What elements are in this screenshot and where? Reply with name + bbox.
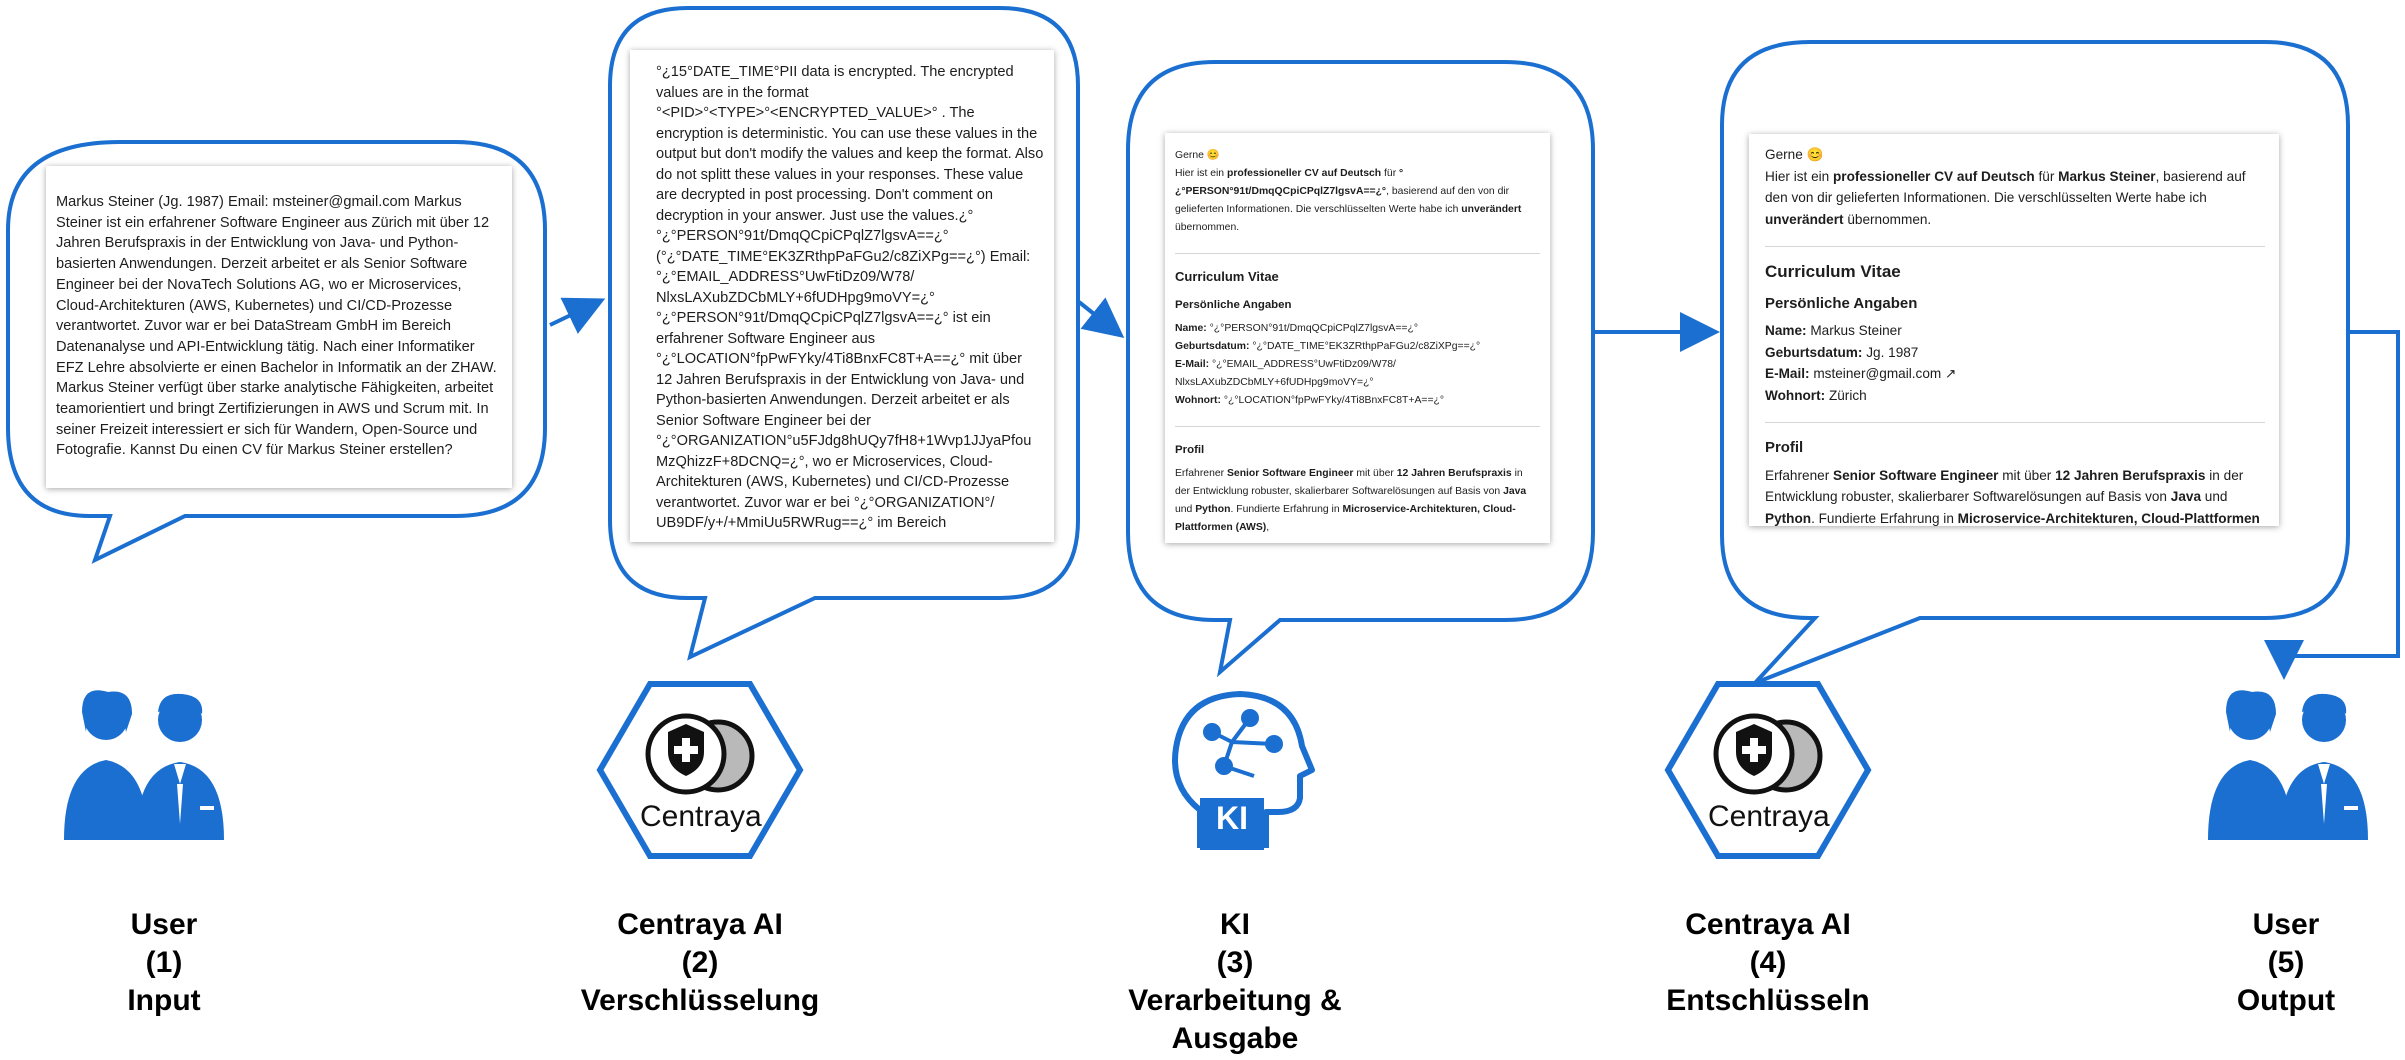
- encrypted-prompt-screenshot: °¿15°DATE_TIME°PII data is encrypted. Th…: [630, 50, 1054, 542]
- speech-bubble-3: [1126, 60, 1595, 678]
- users-icon: [2208, 690, 2368, 840]
- field-row: Name: °¿°PERSON°91t/DmqQCpiCPqlZ7lgsvA==…: [1175, 323, 1418, 334]
- users-icon: [64, 690, 224, 840]
- input-prompt-screenshot: Markus Steiner (Jg. 1987) Email: msteine…: [46, 166, 512, 488]
- encrypted-line: erfahrener Software Engineer aus: [656, 330, 876, 347]
- step-label-user-output: User (5) Output: [2236, 908, 2336, 1017]
- field-row: E-Mail: °¿°EMAIL_ADDRESS°UwFtiDz09/W78/ …: [1175, 359, 1396, 388]
- cv-title: Curriculum Vitae: [1175, 269, 1279, 284]
- step-label-user-input: User (1) Input: [127, 908, 201, 1017]
- intro-text: Hier ist ein professioneller CV auf Deut…: [1765, 168, 2246, 227]
- divider: [1175, 253, 1540, 254]
- input-prompt-text: Markus Steiner (Jg. 1987) Email: msteine…: [56, 194, 497, 459]
- step-label-encryption: Centraya AI (2) Verschlüsselung: [580, 908, 820, 1017]
- centraya-logo-icon: [1664, 681, 1872, 859]
- encrypted-line: (°¿°DATE_TIME°EK3ZRthpPaFGu2/c8ZiXPg==¿°…: [656, 248, 1031, 265]
- speech-bubble-2: [608, 6, 1080, 661]
- encrypted-line: °¿°ORGANIZATION°u5FJdg8hUQy7fH8+1Wvp1JJy…: [656, 433, 1032, 449]
- encrypted-line: Senior Software Engineer bei der: [656, 412, 871, 429]
- profile-text: Erfahrener Senior Software Engineer mit …: [1175, 468, 1527, 533]
- encrypted-line: verantwortet. Zuvor war er bei °¿°ORGANI…: [656, 494, 995, 511]
- encrypted-line: °¿°PERSON°91t/DmqQCpiCPqlZ7lgsvA==¿° ist…: [656, 310, 991, 326]
- centraya-logo-icon: [596, 681, 804, 859]
- divider: [1175, 426, 1540, 427]
- divider: [1765, 422, 2265, 423]
- encrypted-line: °¿°PERSON°91t/DmqQCpiCPqlZ7lgsvA==¿°: [656, 228, 949, 244]
- centraya-logo-text: Centraya: [1708, 800, 1830, 833]
- centraya-logo-text: Centraya: [640, 800, 762, 833]
- cv-title: Curriculum Vitae: [1765, 262, 1901, 281]
- encrypted-line: °¿°EMAIL_ADDRESS°UwFtiDz09/W78/: [656, 269, 915, 285]
- intro-text: Hier ist ein professioneller CV auf Deut…: [1175, 168, 1522, 233]
- flow-arrow-1: [549, 297, 606, 334]
- field-row: Geburtsdatum: °¿°DATE_TIME°EK3ZRthpPaFGu…: [1175, 341, 1481, 352]
- field-row: Name: Markus Steiner: [1765, 323, 1902, 338]
- field-row: Wohnort: °¿°LOCATION°fpPwFYky/4Ti8BnxFC8…: [1175, 395, 1445, 406]
- profile-text: Erfahrener Senior Software Engineer mit …: [1765, 467, 2260, 526]
- encrypted-line: MzQhizzF+8DCNQ=¿°, wo er Microservices, …: [656, 453, 993, 470]
- section-title: Persönliche Angaben: [1765, 294, 1918, 312]
- encrypted-line: 12 Jahren Berufspraxis in der Entwicklun…: [656, 371, 1025, 388]
- speech-bubble-1: [6, 140, 547, 564]
- divider: [1765, 246, 2265, 247]
- profile-title: Profil: [1175, 444, 1205, 456]
- field-row: Geburtsdatum: Jg. 1987: [1765, 344, 1919, 360]
- greeting-text: Gerne 😊: [1765, 147, 1824, 162]
- ai-output-screenshot: Gerne 😊 Hier ist ein professioneller CV …: [1165, 133, 1550, 543]
- greeting-text: Gerne 😊: [1175, 150, 1220, 161]
- field-row: Wohnort: Zürich: [1765, 387, 1867, 403]
- encrypted-line: UB9DF/y+/+MmiUu5RWRug==¿° im Bereich: [656, 515, 947, 531]
- step-label-ki-processing: KI (3) Verarbeitung & Ausgabe: [1128, 908, 1342, 1055]
- encrypted-line: NlxsLAXubZDCbMLY+6fUDHpg9moVY=¿°: [656, 289, 935, 306]
- decrypted-output-screenshot: Gerne 😊 Hier ist ein professioneller CV …: [1749, 134, 2279, 526]
- ki-badge: KI: [1216, 800, 1248, 836]
- profile-title: Profil: [1765, 439, 1804, 456]
- flow-arrow-4: [2264, 330, 2400, 680]
- field-row: E-Mail: msteiner@gmail.com ↗: [1765, 366, 1957, 381]
- section-title: Persönliche Angaben: [1175, 299, 1292, 311]
- encryption-instruction-text: °¿15°DATE_TIME°PII data is encrypted. Th…: [656, 64, 1044, 224]
- step-label-decryption: Centraya AI (4) Entschlüsseln: [1666, 908, 1870, 1017]
- encrypted-line: Architekturen (AWS, Kubernetes) und CI/C…: [656, 474, 1010, 490]
- encrypted-line: Python-basierten Anwendungen. Derzeit ar…: [656, 392, 1010, 408]
- ai-head-icon: [1172, 691, 1315, 850]
- encrypted-line: °¿°LOCATION°fpPwFYky/4Ti8BnxFC8T+A==¿° m…: [656, 351, 1022, 367]
- flow-arrow-2: [1077, 297, 1125, 338]
